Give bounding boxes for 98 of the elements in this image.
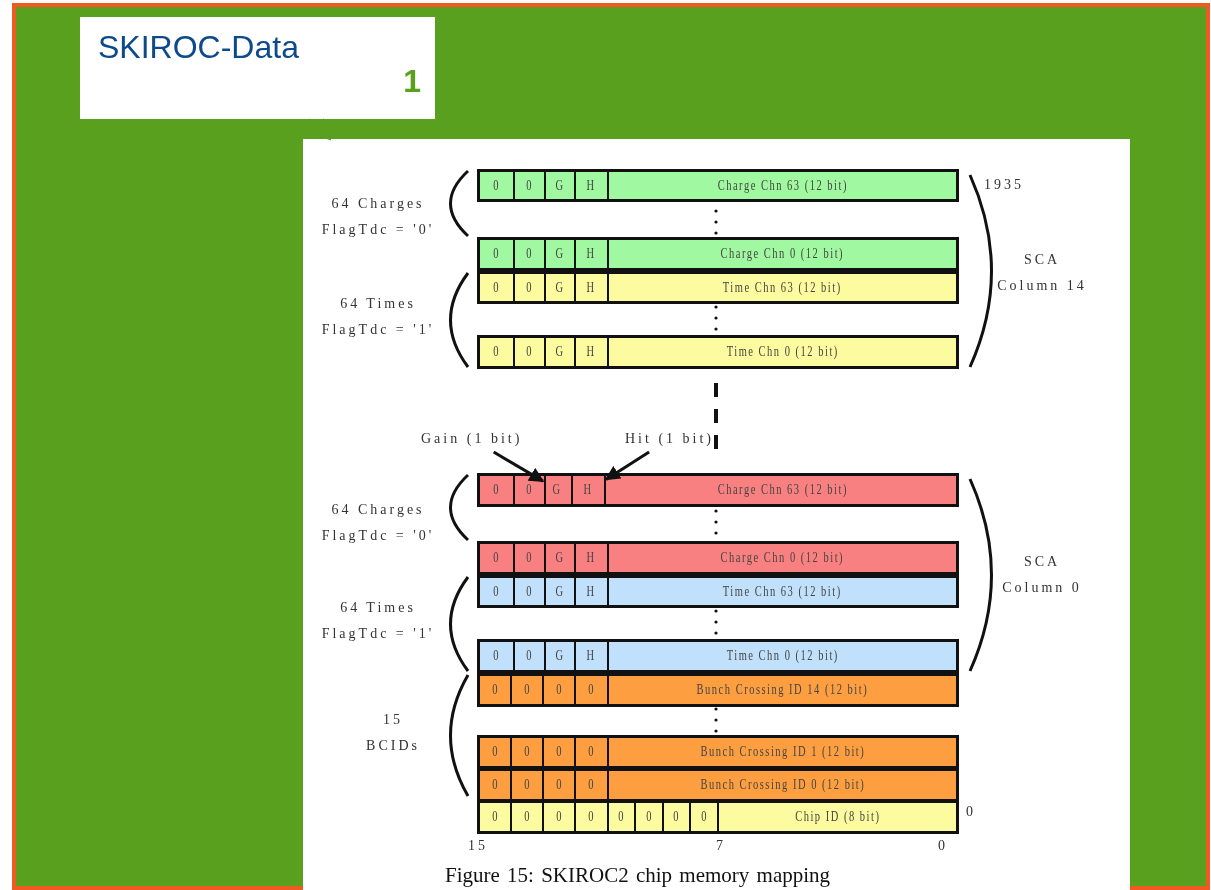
figure-panel (303, 139, 1130, 890)
callout-title: SKIROC-Data (98, 29, 299, 66)
field-label: Bunch Crossing ID 14 (12 bit) (696, 682, 869, 698)
bit-value: 0 (491, 809, 499, 825)
annotation-text: 15 (467, 837, 489, 855)
field-label: Time Chn 0 (12 bit) (726, 344, 839, 360)
bit-value: 0 (526, 583, 533, 600)
register-row (477, 237, 959, 271)
bit-value: 0 (493, 177, 500, 194)
bit-value: G (555, 583, 565, 600)
bit-value: 0 (555, 744, 563, 760)
bit-value: H (586, 583, 597, 600)
bit-value: G (555, 177, 565, 194)
bit-value: H (586, 344, 597, 360)
bit-value: 0 (588, 777, 595, 793)
register-row (477, 541, 959, 575)
bit-value: 0 (493, 279, 500, 296)
bit-value: G (555, 246, 565, 262)
bit-value: G (555, 279, 565, 296)
bit-value: H (586, 246, 597, 262)
register-row (477, 335, 959, 369)
bit-value: H (586, 550, 597, 566)
bit-value: 0 (526, 550, 533, 566)
bit-value: 0 (491, 744, 499, 760)
arrow (604, 450, 650, 481)
bit-value: 0 (673, 809, 680, 825)
bit-value: G (555, 344, 565, 360)
register-row (477, 768, 959, 802)
callout-box (80, 17, 435, 119)
bit-value: 0 (618, 809, 625, 825)
annotation-text: SCA Column 14 (997, 251, 1087, 295)
register-row (477, 271, 959, 304)
field-label: Chip ID (8 bit) (794, 809, 881, 825)
bit-value: 0 (523, 682, 531, 698)
bit-value: 0 (526, 648, 533, 664)
field-label: Time Chn 63 (12 bit) (723, 583, 842, 600)
annotation-text: Gain (1 bit) (421, 426, 523, 452)
annotation-text: 0 (965, 803, 977, 821)
bit-value: 0 (526, 279, 533, 296)
annotation-text: Hit (1 bit) (625, 426, 714, 452)
bit-value: 0 (526, 177, 533, 194)
bit-value: H (586, 279, 597, 296)
bit-value: G (555, 550, 565, 566)
arrow (492, 450, 545, 483)
register-row (477, 575, 959, 608)
bit-value: H (586, 648, 597, 664)
bit-value: 0 (526, 344, 533, 360)
bit-value: 0 (588, 809, 595, 825)
annotation-text: 64 Charges FlagTdc = '0' (320, 501, 436, 545)
annotation-text: SCA Column 0 (1001, 553, 1083, 597)
annotation-text: 15 BCIDs (365, 711, 421, 755)
annotation-text: 64 Charges FlagTdc = '0' (320, 195, 436, 239)
bit-value: 0 (645, 809, 653, 825)
bit-cell: G (543, 476, 573, 504)
bit-value: 0 (493, 550, 500, 566)
figure-caption: Figure 15: SKIROC2 chip memory mapping (445, 863, 831, 888)
bit-value: 0 (700, 809, 708, 825)
field-label: Charge Chn 63 (12 bit) (717, 482, 848, 498)
annotation-text: 0 (937, 837, 949, 855)
bit-value: 0 (493, 344, 500, 360)
bit-value: 0 (526, 482, 533, 498)
bit-value: 0 (555, 682, 563, 698)
bit-cell: H (573, 476, 606, 504)
bit-value: 0 (555, 777, 563, 793)
register-row (477, 735, 959, 769)
bit-value: 0 (493, 648, 500, 664)
register-row (477, 169, 959, 202)
field-label: Charge Chn 0 (12 bit) (720, 246, 845, 262)
bit-value: G (555, 648, 565, 664)
field-label: Charge Chn 63 (12 bit) (717, 177, 848, 194)
bit-value: 0 (523, 809, 531, 825)
bit-value: 0 (491, 777, 499, 793)
callout-number: 1 (403, 63, 421, 100)
register-row (477, 800, 959, 834)
bit-value: 0 (588, 682, 595, 698)
annotation-text: 64 Times FlagTdc = '1' (320, 295, 436, 339)
bit-value: 0 (523, 744, 531, 760)
bit-value: 0 (526, 246, 533, 262)
field-label: Bunch Crossing ID 0 (12 bit) (700, 777, 865, 793)
arrow (308, 118, 332, 141)
register-row (477, 639, 959, 673)
bit-value: 0 (555, 809, 563, 825)
annotation-text: 7 (715, 837, 727, 855)
bit-value: 0 (588, 744, 595, 760)
field-label: Time Chn 63 (12 bit) (723, 279, 842, 296)
bit-value: 0 (491, 682, 499, 698)
field-label: Time Chn 0 (12 bit) (726, 648, 839, 664)
annotation-text: 64 Times FlagTdc = '1' (320, 599, 436, 643)
bit-value: 0 (523, 777, 531, 793)
bit-value: H (586, 177, 597, 194)
bit-value: 0 (493, 583, 500, 600)
bit-value: 0 (493, 246, 500, 262)
field-label: Charge Chn 0 (12 bit) (720, 550, 845, 566)
annotation-text: 1935 (983, 176, 1025, 194)
register-row (477, 473, 959, 507)
field-label: Bunch Crossing ID 1 (12 bit) (700, 744, 865, 760)
register-row (477, 673, 959, 707)
bit-value: 0 (493, 482, 500, 498)
